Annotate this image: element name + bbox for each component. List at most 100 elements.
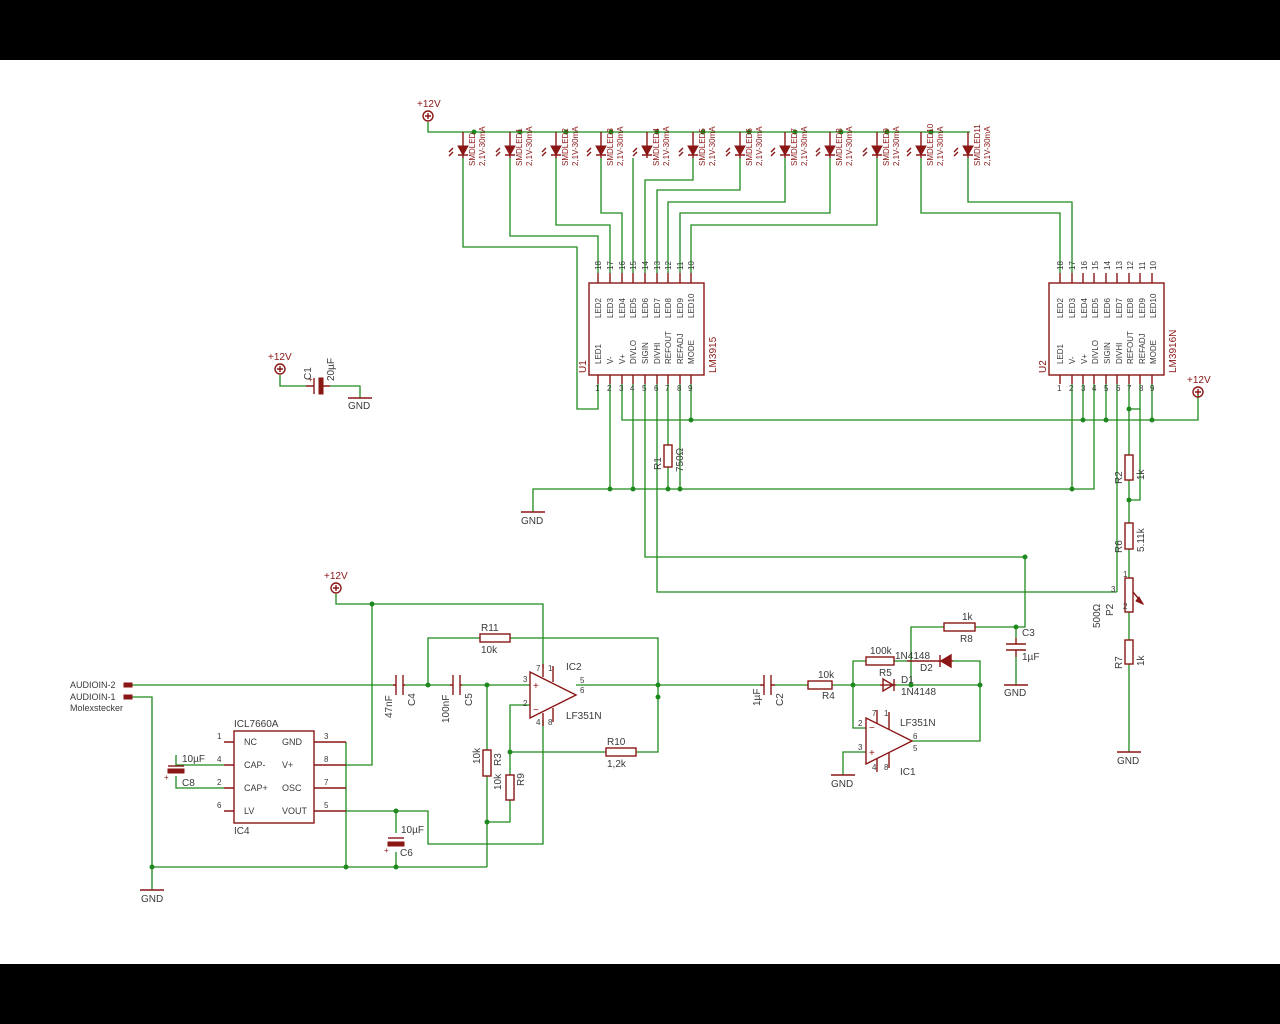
pin-number: 7 xyxy=(665,384,670,393)
pin-label: SIGIN xyxy=(1103,342,1112,364)
pin-label: LED3 xyxy=(606,297,615,318)
r3-value: 10k xyxy=(472,747,483,764)
pin-number: 6 xyxy=(217,801,222,810)
svg-text:1: 1 xyxy=(1123,570,1128,579)
pin-label: LED9 xyxy=(676,297,685,318)
u1-name: U1 xyxy=(578,360,589,373)
svg-text:SMDLED1: SMDLED1 xyxy=(515,128,524,166)
svg-text:+: + xyxy=(533,681,539,692)
capacitor-c8: + 10µF C8 xyxy=(164,754,205,789)
resistor-r1: R1 750Ω xyxy=(653,444,686,472)
pin-number: 1 xyxy=(595,384,600,393)
pin-number: 3 xyxy=(619,384,624,393)
pin-label: LED2 xyxy=(594,297,603,318)
c1-name: C1 xyxy=(303,367,314,380)
pin-number: 8 xyxy=(1139,384,1144,393)
svg-text:SMDLED10: SMDLED10 xyxy=(926,123,935,166)
svg-text:4: 4 xyxy=(872,763,877,772)
ic1-type: LF351N xyxy=(900,718,936,729)
pin-label: LED4 xyxy=(1080,297,1089,318)
wires xyxy=(128,122,1199,890)
pin-label: LED5 xyxy=(629,297,638,318)
label-gnd-mid: GND xyxy=(521,516,543,527)
label-gnd-bl: GND xyxy=(141,894,163,905)
svg-text:−: − xyxy=(533,705,539,716)
svg-text:SMDLED3: SMDLED3 xyxy=(606,128,615,166)
p2-value: 500Ω xyxy=(1092,603,1103,628)
c3-name: C3 xyxy=(1022,628,1035,639)
pin-number: 10 xyxy=(687,261,696,270)
r10-value: 1,2k xyxy=(607,759,627,770)
svg-text:SMDLED6: SMDLED6 xyxy=(745,128,754,166)
capacitor-c4: 47nF C4 xyxy=(384,675,418,718)
d1-name: D1 xyxy=(901,675,914,686)
ic2-type: LF351N xyxy=(566,711,602,722)
pin-label: MODE xyxy=(687,340,696,364)
pin-label: LV xyxy=(244,806,254,816)
d2-name: D2 xyxy=(920,663,933,674)
pin-number: 5 xyxy=(642,384,647,393)
pin-label: V- xyxy=(606,356,615,364)
r2-value: 1k xyxy=(1136,468,1147,480)
resistor-r4: 10k R4 xyxy=(807,670,835,702)
label-gnd-c3: GND xyxy=(1004,688,1026,699)
pin-label: LED5 xyxy=(1091,297,1100,318)
pin-label: REFADJ xyxy=(676,333,685,364)
svg-text:3: 3 xyxy=(858,743,863,752)
r11-value: 10k xyxy=(481,645,498,656)
pin-number: 5 xyxy=(1104,384,1109,393)
ic1-name: IC1 xyxy=(900,767,916,778)
pin-number: 14 xyxy=(641,261,650,270)
pin-label: LED6 xyxy=(1103,297,1112,318)
pin-label: V- xyxy=(1068,356,1077,364)
diode-d2: 1N4148 D2 xyxy=(895,651,953,674)
pin-number: 16 xyxy=(618,261,627,270)
resistor-r10: R10 1,2k xyxy=(605,737,637,770)
power-symbols xyxy=(140,110,1204,891)
c3-value: 1µF xyxy=(1022,652,1039,663)
svg-text:3: 3 xyxy=(1111,585,1116,594)
capacitor-c2: 1µF C2 xyxy=(752,675,786,706)
u2-name: U2 xyxy=(1038,360,1049,373)
r5-name: R5 xyxy=(879,668,892,679)
c5-name: C5 xyxy=(464,693,475,706)
pin-label: GND xyxy=(282,737,303,747)
svg-text:3: 3 xyxy=(523,675,528,684)
pin-number: 8 xyxy=(677,384,682,393)
svg-text:5: 5 xyxy=(580,676,585,685)
svg-text:+: + xyxy=(308,375,313,384)
r11-name: R11 xyxy=(481,623,499,634)
pin-number: 16 xyxy=(1080,261,1089,270)
svg-text:SMDLED2: SMDLED2 xyxy=(561,128,570,166)
svg-text:6: 6 xyxy=(913,732,918,741)
c6-value: 10µF xyxy=(401,825,424,836)
resistor-r7: R7 1k xyxy=(1114,639,1147,669)
pin-number: 7 xyxy=(324,778,329,787)
label-gnd-c1: GND xyxy=(348,401,370,412)
svg-text:8: 8 xyxy=(884,763,889,772)
svg-text:SMDLED7: SMDLED7 xyxy=(790,128,799,166)
pin-label: LED7 xyxy=(1115,297,1124,318)
pin-number: 7 xyxy=(1127,384,1132,393)
pin-number: 6 xyxy=(1116,384,1121,393)
pin-label: LED4 xyxy=(618,297,627,318)
svg-text:1: 1 xyxy=(884,709,889,718)
svg-text:SMDLED8: SMDLED8 xyxy=(835,128,844,166)
r4-name: R4 xyxy=(822,691,835,702)
pin-label: DIVLO xyxy=(629,340,638,364)
d2-value: 1N4148 xyxy=(895,651,930,662)
chip-u1: 18LED2LED1117LED3V-216LED4V+315LED5DIVLO… xyxy=(578,261,719,393)
r7-value: 1k xyxy=(1136,654,1147,666)
pin-number: 12 xyxy=(664,261,673,270)
r3-name: R3 xyxy=(493,753,504,766)
chip-u2: 18LED2LED1117LED3V-216LED4V+315LED5DIVLO… xyxy=(1038,261,1179,393)
capacitor-c1: + C1 20µF xyxy=(303,358,337,395)
r10-name: R10 xyxy=(607,737,626,748)
pin-label: V+ xyxy=(282,760,293,770)
pin-label: LED8 xyxy=(1126,297,1135,318)
audio-in-2-label: AUDIOIN-2 xyxy=(70,680,116,690)
